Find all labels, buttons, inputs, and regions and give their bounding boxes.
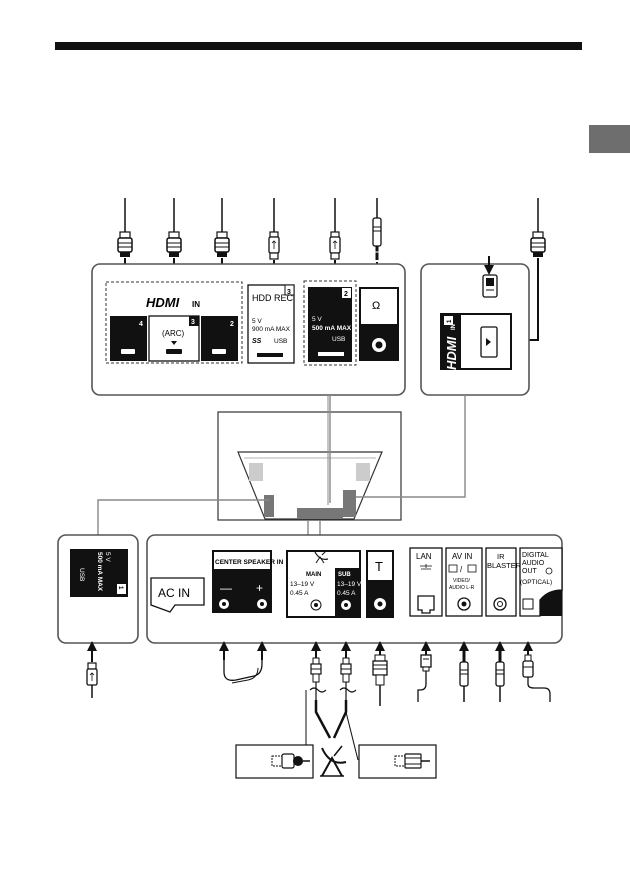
lan-connector-icon (420, 654, 432, 672)
usb-hdd-rec-port[interactable]: 3 HDD REC 5 V 900 mA MAX SS USB (247, 284, 295, 364)
side-hdmi-number: 1 (447, 319, 453, 323)
sat-main-label: MAIN (306, 572, 321, 578)
rf-connector-icon (340, 657, 352, 683)
ir-line2: BLASTER (487, 561, 522, 570)
av-in-sub2: AUDIO L-R (449, 585, 475, 591)
hdmi-logo: HDMI (146, 295, 180, 310)
hdd-rec-title: HDD REC (252, 293, 294, 303)
dao-line3: OUT (522, 568, 538, 575)
center-speaker-cable (219, 641, 267, 684)
top-rule (55, 42, 582, 50)
digital-audio-out-port[interactable]: DIGITAL AUDIO OUT (OPTICAL) (519, 547, 563, 617)
usb-port-2[interactable]: 2 5 V 500 mA MAX USB (308, 287, 352, 362)
lan-port[interactable]: LAN (409, 547, 443, 617)
usb1-spec1: 5 V (104, 552, 111, 562)
side-hdmi-in: IN (451, 324, 457, 330)
usb-plug-icon (329, 231, 341, 260)
usb-plug-icon (86, 662, 98, 686)
center-speaker-minus: — (220, 581, 232, 595)
usb1-number: 1 (117, 586, 123, 590)
satellite-lnb-box-right (358, 744, 437, 779)
av-in-cable (459, 641, 469, 702)
satellite-dish-icon (314, 550, 329, 564)
hdmi-plug-icon (117, 231, 133, 257)
rf-connector-icon (372, 654, 388, 686)
side-usb-arrow (482, 256, 498, 298)
usb-cable-3 (268, 198, 280, 275)
hdd-rec-spec2: 900 mA MAX (252, 326, 291, 333)
headphone-jack[interactable]: Ω (359, 287, 399, 361)
section-tab (589, 125, 630, 153)
headphone-symbol: Ω (372, 300, 380, 312)
usb1-spec2: 500 mA MAX (96, 552, 103, 592)
minijack-plug-icon (372, 217, 382, 260)
dao-line1: DIGITAL (522, 552, 549, 559)
usb-port-1[interactable]: 5 V 500 mA MAX USB 1 (70, 549, 128, 597)
hdmi-input-group: HDMI IN 4 3 (ARC) 2 (105, 281, 243, 364)
hdd-rec-number: 3 (287, 289, 291, 296)
usb2-usb: USB (332, 336, 345, 343)
usb-cable-2 (329, 198, 341, 275)
usb2-spec2: 500 mA MAX (312, 325, 352, 332)
side-hdmi-port-1[interactable]: HDMI IN 1 (440, 313, 512, 370)
av-in-slash: / (460, 565, 463, 574)
sat-sub-current: 0.45 A (337, 590, 356, 597)
satellite-cables (305, 641, 357, 760)
hdmi-cable-2 (214, 198, 230, 275)
hdmi-port-2-number: 2 (230, 321, 234, 328)
center-speaker-plus: + (256, 581, 263, 595)
hdd-rec-ss: SS (252, 338, 262, 345)
hdmi-cable-4 (117, 198, 133, 275)
sat-main-current: 0.45 A (290, 590, 309, 597)
usb1-usb: USB (78, 568, 85, 581)
optical-cable (522, 641, 551, 702)
rf-connector-icon (310, 657, 322, 683)
minijack-plug-icon (495, 650, 505, 687)
satellite-inputs[interactable]: MAIN SUB 13–19 V 0.45 A 13–19 V 0.45 A (286, 550, 362, 618)
av-in-title: AV IN (452, 552, 473, 561)
lan-title: LAN (416, 552, 432, 561)
usb2-number: 2 (344, 291, 348, 298)
lan-cable (417, 641, 432, 702)
antenna-cable (372, 641, 388, 706)
ac-in-socket[interactable]: AC IN (150, 577, 205, 613)
satellite-lnb-box-left (235, 744, 314, 779)
usb-plug-icon (268, 231, 280, 260)
hdmi-cable-3 (166, 198, 182, 275)
hdmi-port-4-number: 4 (139, 321, 143, 328)
center-speaker-in[interactable]: CENTER SPEAKER IN — + (212, 550, 284, 613)
center-speaker-title: CENTER SPEAKER IN (215, 559, 284, 566)
sat-sub-voltage: 13–19 V (337, 581, 362, 588)
tv-rear-illustration (97, 395, 466, 535)
antenna-input[interactable]: T (366, 550, 394, 618)
hdmi-plug-icon (166, 231, 182, 257)
usb-plug-icon (482, 274, 498, 298)
usb2-spec1: 5 V (312, 316, 322, 323)
optical-plug-icon (522, 654, 534, 678)
hdmi-arc-label: (ARC) (162, 329, 185, 338)
side-hdmi-logo: HDMI (444, 336, 459, 370)
minijack-plug-icon (459, 650, 469, 687)
hdmi-port-3-number: 3 (191, 319, 195, 326)
hdmi-in-label: IN (192, 300, 200, 309)
hdmi-plug-icon (530, 231, 546, 257)
ac-in-label: AC IN (158, 586, 190, 600)
ir-line1: IR (497, 552, 505, 561)
ir-blaster-cable (495, 641, 505, 702)
hdd-rec-spec1: 5 V (252, 318, 262, 325)
antenna-symbol: T (375, 559, 383, 574)
sat-main-voltage: 13–19 V (290, 581, 315, 588)
sat-sub-label: SUB (338, 572, 351, 578)
dao-line2: AUDIO (522, 560, 545, 567)
ir-blaster-port[interactable]: IR BLASTER (485, 547, 522, 617)
dao-line4: (OPTICAL) (520, 579, 552, 586)
av-in-port[interactable]: AV IN / VIDEO/ AUDIO L-R (445, 547, 483, 617)
headphone-cable (372, 198, 382, 277)
hdd-rec-usb: USB (274, 338, 287, 345)
satellite-dish-icon (320, 745, 347, 777)
av-in-sub1: VIDEO/ (453, 578, 471, 584)
hdmi-plug-icon (214, 231, 230, 257)
